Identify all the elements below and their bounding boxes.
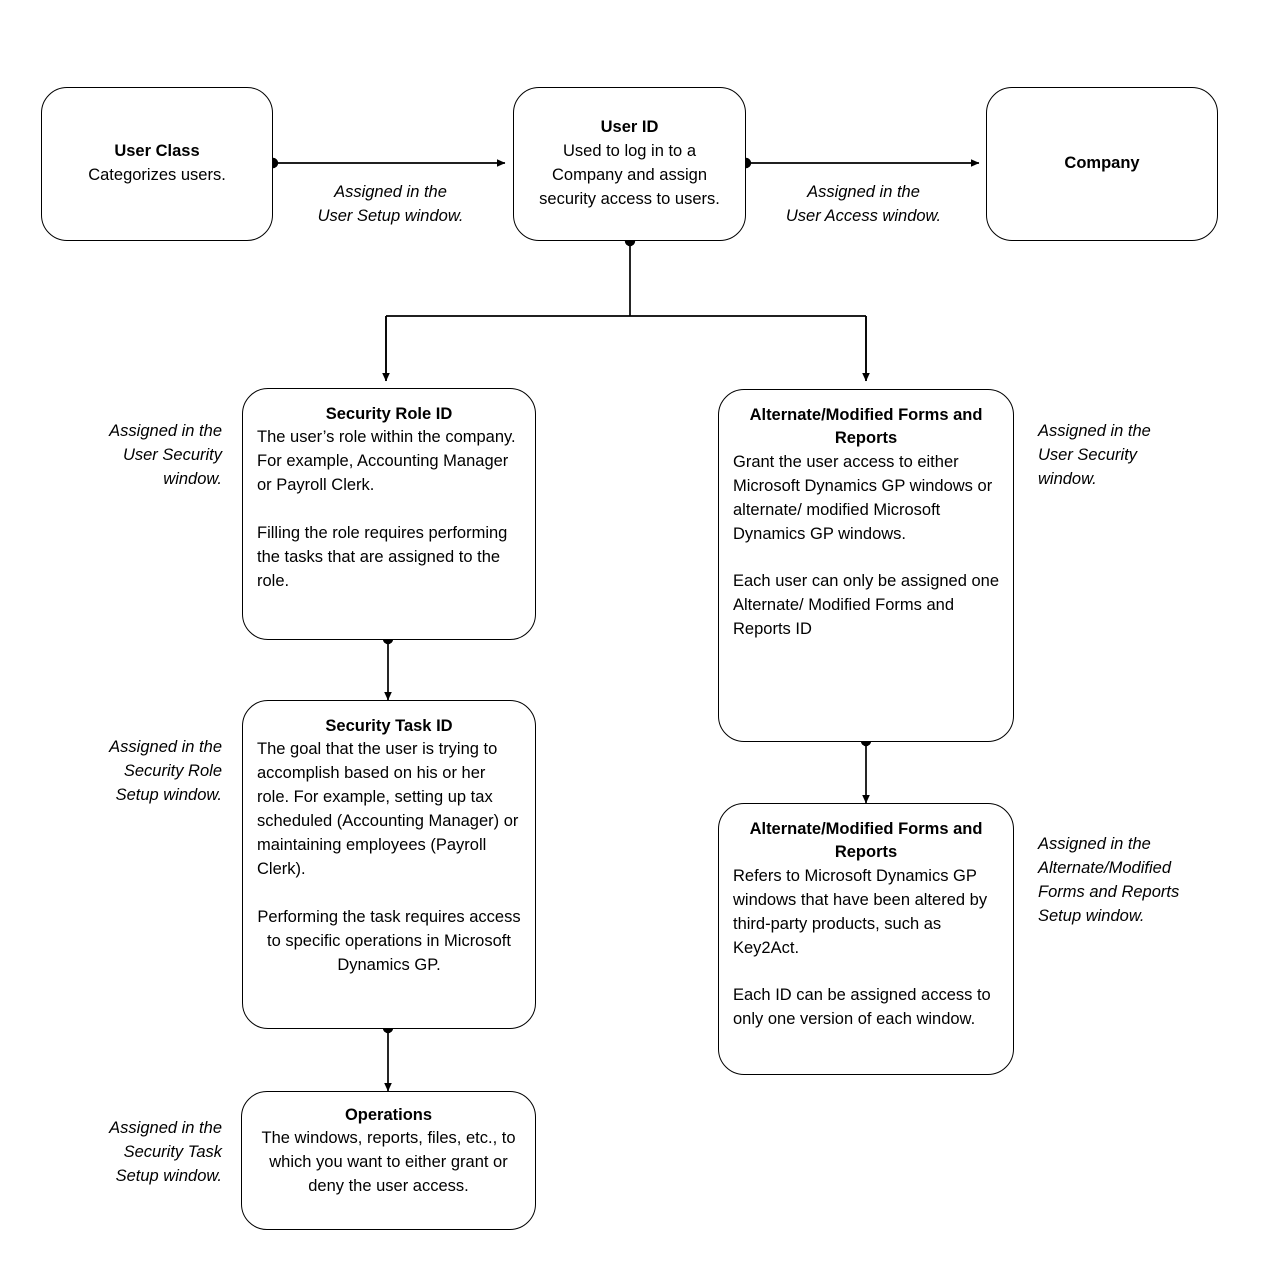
- node-user-id[interactable]: User ID Used to log in to a Company and …: [513, 87, 746, 241]
- node-title: Security Task ID: [325, 717, 453, 735]
- arrow-alt-forms-top-to-bottom: [860, 735, 872, 804]
- node-title: Company: [1064, 154, 1140, 173]
- node-title: Operations: [344, 1106, 433, 1124]
- node-alternate-modified-forms-reports-bottom[interactable]: Alternate/Modified Forms and Reports Ref…: [718, 803, 1014, 1075]
- node-title: Alternate/Modified Forms and Reports: [749, 820, 983, 862]
- node-body-paragraph-1: The goal that the user is trying to acco…: [257, 740, 519, 879]
- node-body-paragraph-2: Performing the task requires access to s…: [257, 907, 521, 974]
- node-body-paragraph-1: Grant the user access to either Microsof…: [733, 452, 993, 543]
- node-user-class[interactable]: User Class Categorizes users.: [41, 87, 273, 241]
- node-body: The windows, reports, files, etc., to wh…: [261, 1129, 516, 1196]
- node-security-role-id[interactable]: Security Role ID The user’s role within …: [242, 388, 536, 640]
- edge-label-security-role-id-note: Assigned in the User Security window.: [109, 422, 222, 488]
- node-body: Used to log in to a Company and assign s…: [539, 141, 720, 208]
- arrow-user-class-to-user-id: [267, 157, 506, 169]
- node-title: User Class: [114, 142, 200, 161]
- edge-label-user-id-to-company: Assigned in the User Access window.: [785, 183, 942, 225]
- arrow-security-task-to-operations: [382, 1022, 394, 1092]
- edge-label-user-class-to-user-id: Assigned in the User Setup window.: [317, 183, 464, 225]
- node-body-paragraph-1: The user’s role within the company. For …: [257, 428, 516, 495]
- node-body-paragraph-2: Each user can only be assigned one Alter…: [733, 572, 1000, 639]
- node-body-paragraph-2: Filling the role requires performing the…: [257, 524, 508, 590]
- node-body-paragraph-1: Refers to Microsoft Dynamics GP windows …: [733, 866, 988, 957]
- edge-label-operations-note: Assigned in the Security Task Setup wind…: [109, 1119, 222, 1185]
- node-title: Alternate/Modified Forms and Reports: [749, 406, 983, 448]
- edge-label-alternate-forms-top-note: Assigned in the User Security window.: [1038, 422, 1151, 488]
- node-body: Categorizes users.: [88, 165, 226, 184]
- arrow-user-id-branch: [382, 235, 870, 382]
- node-body-paragraph-2: Each ID can be assigned access to only o…: [733, 986, 991, 1029]
- node-company[interactable]: Company: [986, 87, 1218, 241]
- node-operations[interactable]: Operations The windows, reports, files, …: [241, 1091, 536, 1230]
- node-security-task-id[interactable]: Security Task ID The goal that the user …: [242, 700, 536, 1029]
- node-alternate-modified-forms-reports-top[interactable]: Alternate/Modified Forms and Reports Gra…: [718, 389, 1014, 742]
- arrow-security-role-to-security-task: [382, 633, 394, 701]
- node-title: Security Role ID: [325, 405, 453, 423]
- arrow-user-id-to-company: [740, 157, 980, 169]
- edge-label-security-task-id-note: Assigned in the Security Role Setup wind…: [109, 738, 222, 804]
- node-title: User ID: [600, 118, 659, 137]
- edge-label-alternate-forms-bottom-note: Assigned in the Alternate/Modified Forms…: [1038, 835, 1180, 925]
